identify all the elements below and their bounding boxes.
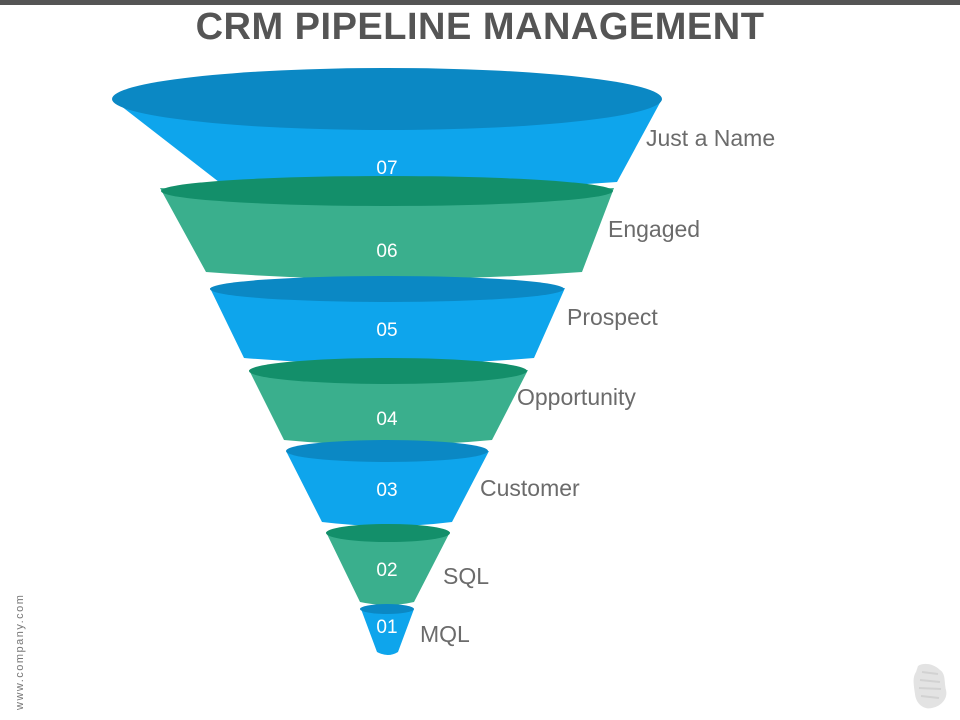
page-title: CRM PIPELINE MANAGEMENT bbox=[195, 6, 765, 48]
funnel-stage: 07 Just a Name bbox=[112, 68, 775, 190]
stage-number: 05 bbox=[376, 320, 397, 341]
funnel-stage: 01 MQL bbox=[360, 604, 470, 655]
funnel-stage: 06 Engaged bbox=[160, 176, 700, 279]
funnel-segment-rim bbox=[360, 604, 414, 614]
funnel-segment-rim bbox=[326, 524, 450, 542]
stage-number: 01 bbox=[376, 617, 397, 638]
stage-number: 02 bbox=[376, 560, 397, 581]
stage-number: 07 bbox=[376, 158, 397, 179]
funnel-segment-rim bbox=[210, 276, 564, 302]
stage-label: Opportunity bbox=[517, 384, 636, 410]
funnel-segment-rim bbox=[286, 440, 488, 462]
stage-number: 03 bbox=[376, 480, 397, 501]
funnel-stage: 05 Prospect bbox=[210, 276, 658, 364]
funnel-stage: 04 Opportunity bbox=[249, 358, 636, 445]
stage-label: Prospect bbox=[567, 304, 658, 330]
funnel-segment-body bbox=[249, 370, 528, 445]
funnel-stage: 02 SQL bbox=[326, 524, 489, 605]
funnel-segment-body bbox=[361, 609, 414, 655]
stage-label: Just a Name bbox=[646, 125, 775, 151]
footer-url: www.company.com bbox=[14, 593, 26, 710]
funnel-segment-rim bbox=[161, 176, 613, 206]
funnel-segment-body bbox=[210, 288, 565, 364]
stage-number: 04 bbox=[376, 409, 398, 430]
funnel-segment-body bbox=[326, 532, 450, 605]
stage-label: Engaged bbox=[608, 216, 700, 242]
stage-label: Customer bbox=[480, 475, 580, 501]
funnel-segment-body bbox=[160, 188, 614, 279]
top-rule bbox=[0, 0, 960, 5]
brush-stroke-logo-icon bbox=[913, 663, 947, 709]
stage-number: 06 bbox=[376, 241, 397, 262]
funnel-segment-rim bbox=[112, 68, 662, 130]
funnel-segment-body bbox=[286, 451, 489, 526]
stage-label: MQL bbox=[420, 621, 470, 647]
stage-label: SQL bbox=[443, 563, 489, 589]
funnel-segment-rim bbox=[249, 358, 527, 384]
funnel-stage: 03 Customer bbox=[286, 440, 580, 526]
